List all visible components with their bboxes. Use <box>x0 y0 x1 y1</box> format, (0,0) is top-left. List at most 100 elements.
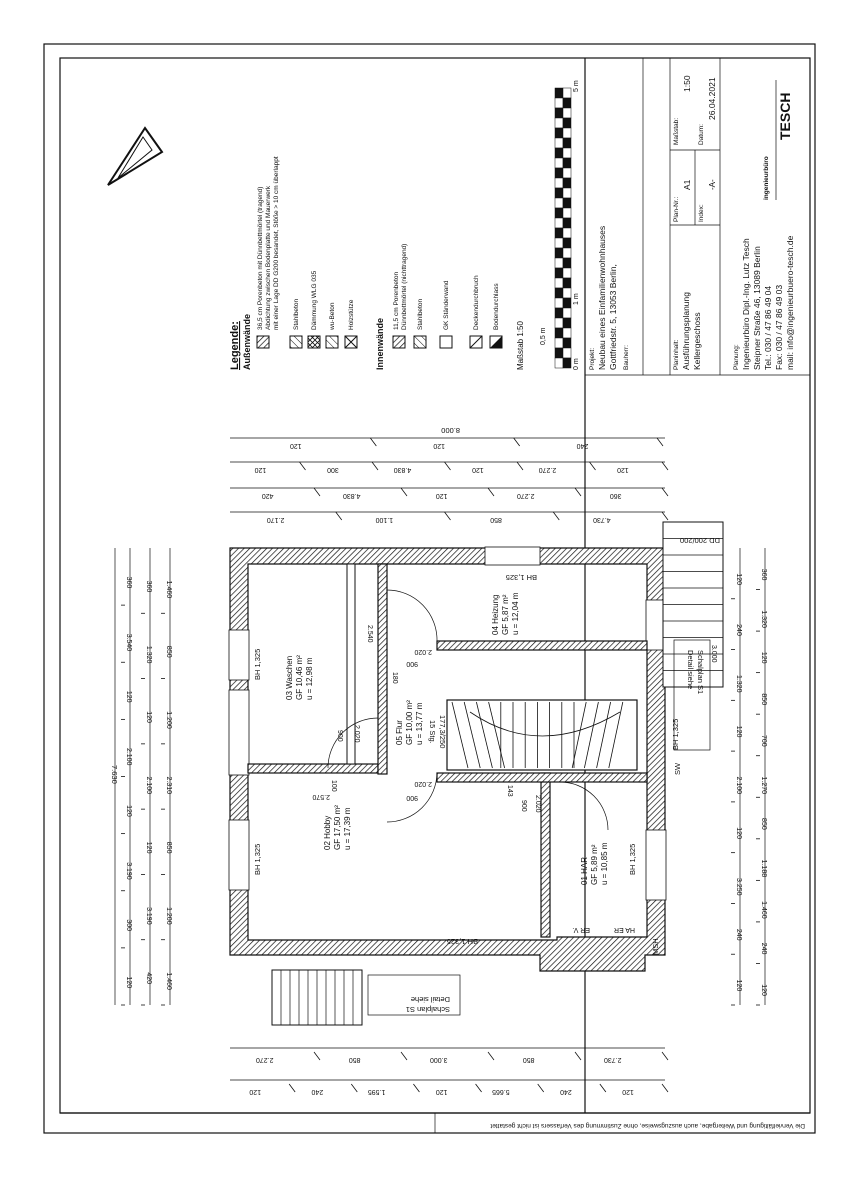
dim-label: 120 <box>125 805 132 817</box>
planinhalt-line2: Kellergeschoss <box>692 312 702 370</box>
dim-label: 120 <box>760 652 767 664</box>
window-opening <box>228 819 250 891</box>
scale-segment <box>554 327 564 339</box>
scale-segment <box>554 167 564 179</box>
dim-label: 240 <box>735 929 742 941</box>
room-name: 04 Heizung <box>491 595 500 635</box>
scale-segment <box>554 137 564 149</box>
scale-label: 0,5 m <box>540 327 547 345</box>
door-swing <box>559 781 609 831</box>
dim-label: 120 <box>249 1088 261 1095</box>
dim-tick <box>599 1083 607 1093</box>
dd-note: DD 200/200 <box>680 536 720 545</box>
dim-tick <box>589 461 596 471</box>
scale-segment <box>562 137 572 149</box>
north-arrow-icon <box>107 126 164 186</box>
dim-tick <box>656 437 664 447</box>
dim-label: 120 <box>145 711 152 723</box>
planinhalt-line1: Ausführungsplanung <box>681 292 691 370</box>
office-mail: mail: info@ingenieurbuero-tesch.de <box>785 235 795 370</box>
legend-inner-item: Bodendurchlass <box>493 283 500 330</box>
dim-tick <box>661 487 669 497</box>
dim-label: 300 <box>327 466 339 473</box>
massstab-label: Maßstab: <box>673 118 680 145</box>
dim-tick <box>370 437 377 447</box>
dim-label: 120 <box>735 573 742 585</box>
scale-segment <box>554 257 564 269</box>
datum-label: Datum: <box>698 124 705 145</box>
dim-label: 1.270 <box>760 777 767 795</box>
dim-label: 120 <box>125 976 132 988</box>
dim-label: 120 <box>436 1088 448 1095</box>
detail-box-right <box>673 639 711 751</box>
door-dim: 2.020 <box>414 780 432 787</box>
dim-right-row2: 1202401.4601.1888501.2707008501201.32036… <box>756 569 767 1006</box>
dim-label: 120 <box>254 466 266 473</box>
legend-outer-item: Holzstütze <box>348 299 355 330</box>
scale-segment <box>554 217 564 229</box>
legend-swatch-holzstuetze <box>344 335 358 349</box>
dim-label: 2.270 <box>256 1056 274 1063</box>
door-swing <box>386 772 438 823</box>
dim-label: 120 <box>290 442 302 449</box>
room-hobby: 02 Hobby GF 17,50 m² u = 17,39 m <box>323 805 352 850</box>
gk-wall <box>346 563 356 765</box>
office-tel: Tel.: 030 / 47 86 49 04 <box>763 286 773 370</box>
dim-label: 2.310 <box>165 777 172 795</box>
dim-tick <box>537 1083 545 1093</box>
interior-wall <box>436 640 648 651</box>
scale-segment <box>562 97 572 109</box>
legend-swatch-deckendurchbruch <box>469 335 483 349</box>
dim-tick <box>513 437 520 447</box>
planung-label: Planung: <box>733 344 740 370</box>
dim-tick <box>487 487 495 497</box>
dim-tick <box>313 487 321 497</box>
dim-label: 240 <box>735 624 742 636</box>
door-swing <box>327 717 379 769</box>
dim-label: 240 <box>760 943 767 955</box>
index-label: Index: <box>698 204 705 222</box>
dim-label: 1.320 <box>735 675 742 693</box>
dim-label: 850 <box>760 818 767 830</box>
dim-tick <box>299 461 306 471</box>
scale-title: Maßstab 1:50 <box>516 321 525 370</box>
projekt-line1: Neubau eines Einfamilienwohnhauses <box>597 226 607 370</box>
scale-segment <box>562 227 572 239</box>
dim-tick <box>335 511 343 521</box>
dim-tick <box>400 487 408 497</box>
bh-note: BH 1,325 <box>628 844 637 875</box>
room-gf: GF 10,46 m² <box>295 655 304 700</box>
logo-big: TESCH <box>777 93 793 140</box>
office-name: Ingenieurbüro Dipl.-Ing. Lutz Tesch <box>741 238 751 370</box>
stair-tread <box>476 701 493 769</box>
scale-segment <box>554 357 564 369</box>
room-name: 02 Hobby <box>323 816 332 850</box>
legend-outer-item: Stahlbeton <box>293 299 300 330</box>
room-name: 01 HAR <box>580 857 589 885</box>
scale-segment <box>562 87 572 99</box>
door-dim: 900 <box>406 794 418 801</box>
stair <box>446 699 638 771</box>
room-u: u = 12,98 m <box>305 657 314 700</box>
office-fax: Fax: 030 / 47 86 49 03 <box>774 285 784 370</box>
door-dim: 2.020 <box>534 795 541 813</box>
dim-tick <box>661 511 669 521</box>
scale-segment <box>562 127 572 139</box>
scale-segment <box>562 317 572 329</box>
dim-label: 2.100 <box>125 748 132 766</box>
scale-segment <box>562 217 572 229</box>
dim-label: 240 <box>311 1088 323 1095</box>
room-u: u = 13,77 m <box>415 702 424 745</box>
dim-label: 2.270 <box>517 492 535 499</box>
dim-label: 1.188 <box>760 860 767 878</box>
index-value: -A- <box>708 179 717 190</box>
scale-segment <box>562 247 572 259</box>
legend-swatch-porenbeton <box>256 335 270 349</box>
scale-segment <box>554 297 564 309</box>
dim-label: 360 <box>145 581 152 593</box>
